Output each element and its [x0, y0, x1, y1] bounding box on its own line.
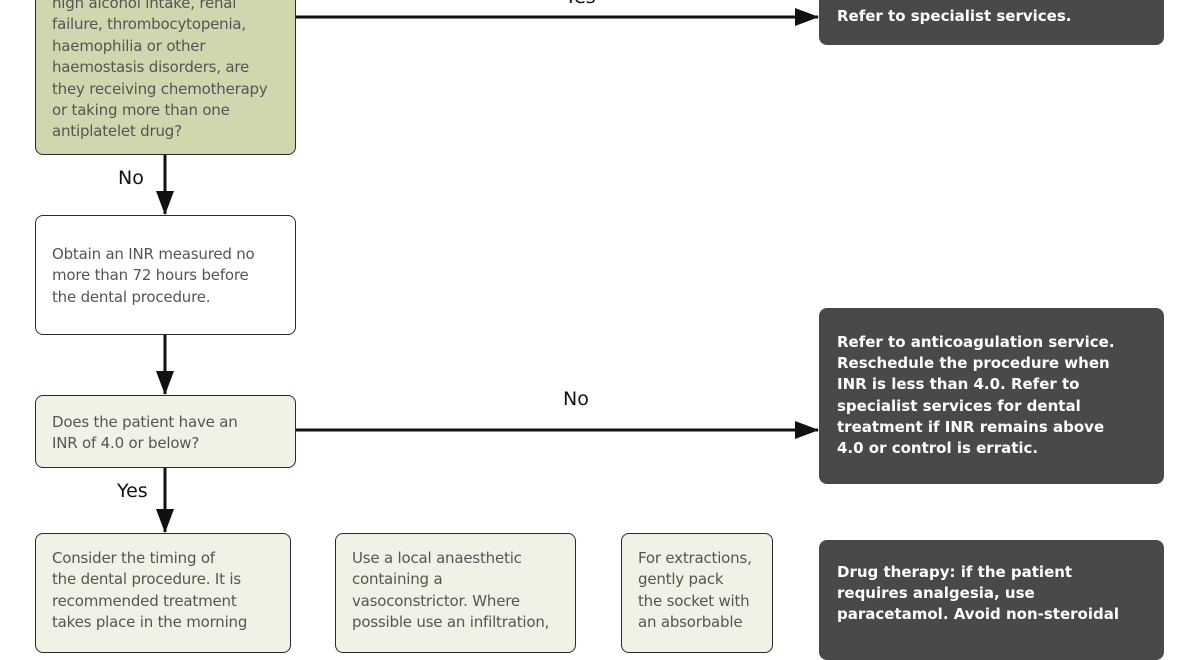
anaesthetic-box: Use a local anaesthetic containing a vas…	[335, 533, 576, 653]
obtain-inr-box: Obtain an INR measured no more than 72 h…	[35, 215, 296, 335]
risk-question-box: high alcohol intake, renal failure, thro…	[35, 0, 296, 155]
label-yes-2: Yes	[117, 480, 148, 502]
label-no-1: No	[118, 167, 144, 189]
drug-therapy-box: Drug therapy: if the patient requires an…	[819, 540, 1164, 660]
refer-anticoag-box: Refer to anticoagulation service. Resche…	[819, 308, 1164, 484]
label-yes-top: Yes	[565, 0, 596, 8]
refer-specialist-box: Refer to specialist services.	[819, 0, 1164, 45]
connector-arrows	[156, 8, 819, 533]
timing-box: Consider the timing of the dental proced…	[35, 533, 291, 653]
label-no-2: No	[563, 388, 589, 410]
inr-question-box: Does the patient have an INR of 4.0 or b…	[35, 395, 296, 468]
extractions-box: For extractions, gently pack the socket …	[621, 533, 773, 653]
